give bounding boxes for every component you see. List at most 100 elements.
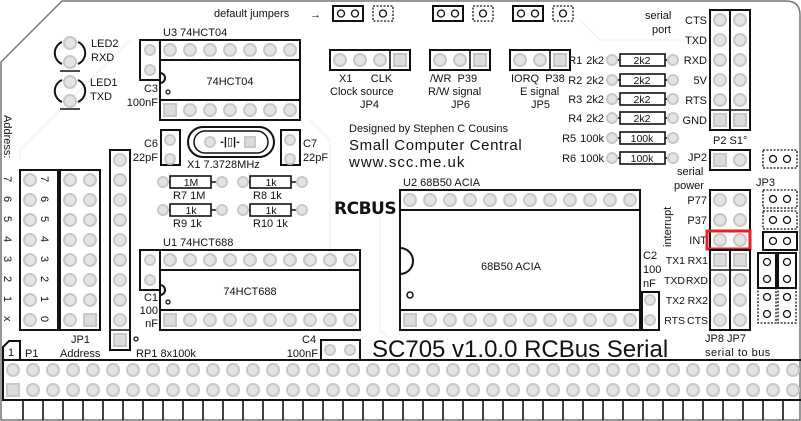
resistor-value-label: 2k2 [586, 113, 604, 125]
pad [83, 253, 97, 267]
address-outer-digit: 1 [1, 296, 13, 302]
bus-pin-label: RXD [686, 275, 709, 287]
pad [23, 233, 37, 247]
square-pad [83, 313, 97, 327]
pad [83, 233, 97, 247]
pad [483, 313, 497, 327]
c7-value: 22pF [303, 152, 328, 164]
pad [443, 193, 457, 207]
jp5-ref: JP5 [531, 99, 550, 111]
serial-port-label-2: port [652, 24, 671, 36]
jumper-solid [512, 5, 544, 22]
jp2-header[interactable] [709, 149, 751, 171]
address-inner-digit: 5 [38, 216, 50, 222]
pad [583, 193, 597, 207]
pad [157, 176, 169, 188]
u1-body-label: 74HCT688 [223, 286, 276, 298]
pad [626, 383, 640, 397]
bus-pin-label: RX2 [688, 295, 709, 307]
resistor-value: 2k2 [634, 55, 651, 67]
address-outer-digit: 4 [1, 236, 13, 242]
address-inner-digit: 4 [38, 236, 50, 242]
jp6-desc: R/W signal [428, 86, 481, 98]
jumper-hole [516, 9, 526, 18]
address-inner-digit: 0 [38, 316, 50, 322]
square-pad [244, 136, 256, 148]
pad [216, 204, 228, 216]
pad [733, 213, 747, 227]
pad [46, 383, 60, 397]
pad [713, 13, 727, 27]
jp6[interactable]: /WR P39 R/W signal JP6 [428, 49, 491, 111]
jumper-hole [768, 236, 778, 246]
pad [113, 293, 127, 307]
resistor-ref: R1 [568, 55, 582, 67]
address-inner-digit: 6 [38, 196, 50, 202]
pad [113, 173, 127, 187]
pad [324, 344, 336, 356]
square-pad [553, 53, 567, 67]
square-pad [163, 313, 177, 327]
jp4[interactable]: X1 CLK Clock source JP4 [329, 49, 411, 111]
pad [713, 273, 727, 287]
pad [144, 64, 156, 76]
pad [733, 73, 747, 87]
pad [163, 43, 177, 57]
pad [667, 74, 679, 86]
pad [486, 363, 500, 377]
jp8-jp7-header[interactable] [709, 249, 751, 331]
pad [733, 53, 747, 67]
jumper-hole [762, 292, 772, 302]
jumper-hole [782, 154, 792, 164]
pad [263, 103, 277, 117]
pad [713, 193, 727, 207]
pad [346, 363, 360, 377]
pad [667, 54, 679, 66]
pad [353, 53, 367, 67]
pad [686, 363, 700, 377]
pad [466, 383, 480, 397]
pad [666, 363, 680, 377]
jp5[interactable]: IORQ P38 E signal JP5 [509, 49, 571, 111]
rp1-box [109, 149, 131, 351]
jp4-pins: X1 CLK [339, 73, 393, 85]
pad [63, 193, 77, 207]
pad [283, 253, 297, 267]
serial-port-header[interactable] [709, 9, 751, 131]
jumper-solid [332, 5, 364, 22]
pad [583, 313, 597, 327]
pad [713, 213, 727, 227]
square-pad [713, 113, 727, 127]
address-inner-digit: 2 [38, 276, 50, 282]
pad [733, 33, 747, 47]
jumper-option [762, 231, 798, 251]
rcbus-logo: RCBUS [334, 199, 396, 219]
jp1-ref: JP1 [71, 334, 90, 346]
pad [606, 54, 618, 66]
pad [713, 293, 727, 307]
jp8-jp7-refs: JP8 JP7 [705, 333, 746, 345]
pad [246, 363, 260, 377]
jp6-ref: JP6 [451, 99, 470, 111]
pad [623, 193, 637, 207]
pad [113, 213, 127, 227]
jp3-jumper-options[interactable] [757, 149, 798, 324]
jp5-desc: E signal [520, 86, 559, 98]
pad [406, 363, 420, 377]
pad [86, 363, 100, 377]
pad [366, 363, 380, 377]
jp1-header[interactable] [59, 169, 101, 331]
jumper-hole [782, 292, 792, 302]
bus-pin-label: RX1 [688, 255, 709, 267]
pad [263, 253, 277, 267]
designer-text: Designed by Stephen C Cousins [349, 123, 508, 135]
pad [284, 153, 296, 165]
pad [433, 53, 447, 67]
pad [63, 253, 77, 267]
jumper-hole [558, 9, 568, 18]
pad [23, 213, 37, 227]
pad [203, 43, 217, 57]
pad [513, 53, 527, 67]
